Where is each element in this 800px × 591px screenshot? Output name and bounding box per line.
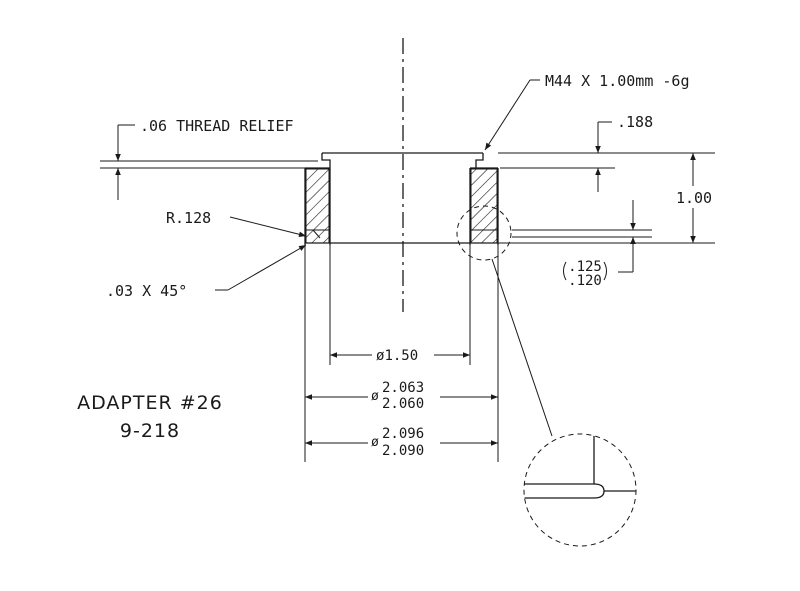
- drawing-title: ADAPTER #26: [77, 392, 223, 414]
- thread-leader: [484, 79, 540, 151]
- radius-label: R.128: [166, 209, 211, 227]
- outer-diameter-symbol: ø: [371, 435, 379, 450]
- left-wall-section: [305, 168, 330, 244]
- step-upper-label: .125: [568, 259, 602, 275]
- bore-diameter-symbol: ø: [376, 348, 385, 364]
- detail-reference-circle: [456, 205, 512, 261]
- thread-callout: M44 X 1.00mm -6g: [545, 72, 690, 90]
- height-label: 1.00: [676, 189, 712, 207]
- chamfer-leader: [215, 244, 307, 291]
- part-profile: [304, 152, 499, 462]
- bore-diameter-value: 1.50: [384, 348, 418, 364]
- thread-relief-label: .06 THREAD RELIEF: [140, 117, 294, 135]
- relief-depth-dimension: [498, 121, 715, 192]
- svg-text:ø1.50: ø1.50: [376, 348, 418, 364]
- mid-diameter-symbol: ø: [371, 389, 379, 404]
- detail-view: [523, 433, 637, 547]
- relief-depth-label: .188: [617, 113, 653, 131]
- drawing-number: 9-218: [120, 420, 180, 442]
- chamfer-label: .03 X 45°: [106, 282, 187, 300]
- outer-diameter-lower: 2.090: [382, 443, 424, 459]
- detail-leader: [491, 258, 553, 437]
- mid-diameter-upper: 2.063: [382, 380, 424, 396]
- step-lower-label: .120: [568, 273, 602, 289]
- thread-relief-dimension: [100, 124, 318, 200]
- step-dimension: [512, 200, 652, 273]
- radius-leader: [229, 216, 321, 239]
- outer-diameter-upper: 2.096: [382, 426, 424, 442]
- mid-diameter-lower: 2.060: [382, 396, 424, 412]
